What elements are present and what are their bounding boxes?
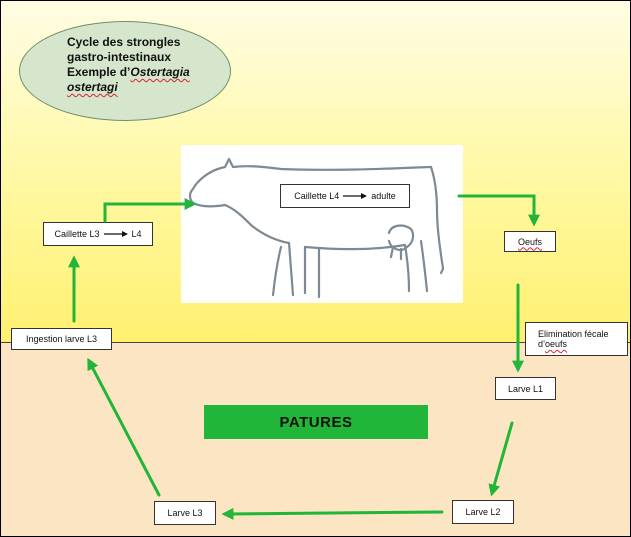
- patures-zone-label: PATURES: [204, 405, 428, 439]
- arrow-caillette-l3-to-cow: [103, 198, 197, 223]
- title-species-genus: Ostertagia: [130, 65, 190, 79]
- larve-l2-label: Larve L2: [465, 507, 501, 517]
- elimination-line-2: d’oeufs: [538, 339, 567, 349]
- arrow-right-icon: [343, 193, 368, 199]
- zone-divider-line: [1, 342, 630, 343]
- caillette-l4-adulte-box: Caillette L4 adulte: [280, 184, 410, 208]
- cow-panel: [181, 145, 463, 303]
- caillette-l3-label: Caillette L3: [54, 229, 100, 239]
- ingestion-larve-l3-box: Ingestion larve L3: [11, 328, 112, 350]
- pasture-zone-background: [1, 343, 630, 536]
- elimination-oeufs-word: oeufs: [545, 339, 568, 349]
- arrow-right-icon: [103, 231, 128, 237]
- elimination-line-1: Elimination fécale: [538, 329, 609, 339]
- diagram-title: Cycle des strongles gastro-intestinaux E…: [67, 35, 227, 95]
- title-line-3: Exemple d’Ostertagia: [67, 65, 227, 80]
- title-ellipse: [19, 21, 231, 121]
- oeufs-box: Oeufs: [504, 231, 556, 252]
- title-species-name: ostertagi: [67, 80, 118, 94]
- adulte-label: adulte: [371, 191, 396, 201]
- arrow-larve-l3-to-ingestion: [87, 357, 161, 497]
- elimination-box: Elimination fécale d’oeufs: [525, 322, 628, 356]
- larve-l2-box: Larve L2: [452, 500, 514, 524]
- title-line-3-prefix: Exemple d’: [67, 65, 131, 79]
- title-line-1: Cycle des strongles: [67, 35, 181, 49]
- oeufs-label: Oeufs: [517, 236, 542, 247]
- caillette-l4-label: Caillette L4: [294, 191, 340, 201]
- cow-icon: [188, 157, 445, 299]
- arrow-larve-l2-to-larve-l3: [221, 507, 444, 520]
- larve-l3-box: Larve L3: [154, 501, 216, 525]
- arrow-larve-l1-to-larve-l2: [488, 421, 514, 497]
- arrow-cow-to-oeufs: [457, 194, 540, 227]
- larve-l3-label: Larve L3: [167, 508, 203, 518]
- larve-l1-label: Larve L1: [507, 383, 544, 394]
- ingestion-label: Ingestion larve L3: [25, 334, 98, 344]
- larve-l1-box: Larve L1: [495, 377, 556, 400]
- caillette-l3-l4-box: Caillette L3 L4: [43, 222, 153, 246]
- l4-label: L4: [131, 229, 142, 239]
- title-line-2: gastro-intestinaux: [67, 50, 172, 64]
- elimination-prefix: d’: [538, 339, 546, 349]
